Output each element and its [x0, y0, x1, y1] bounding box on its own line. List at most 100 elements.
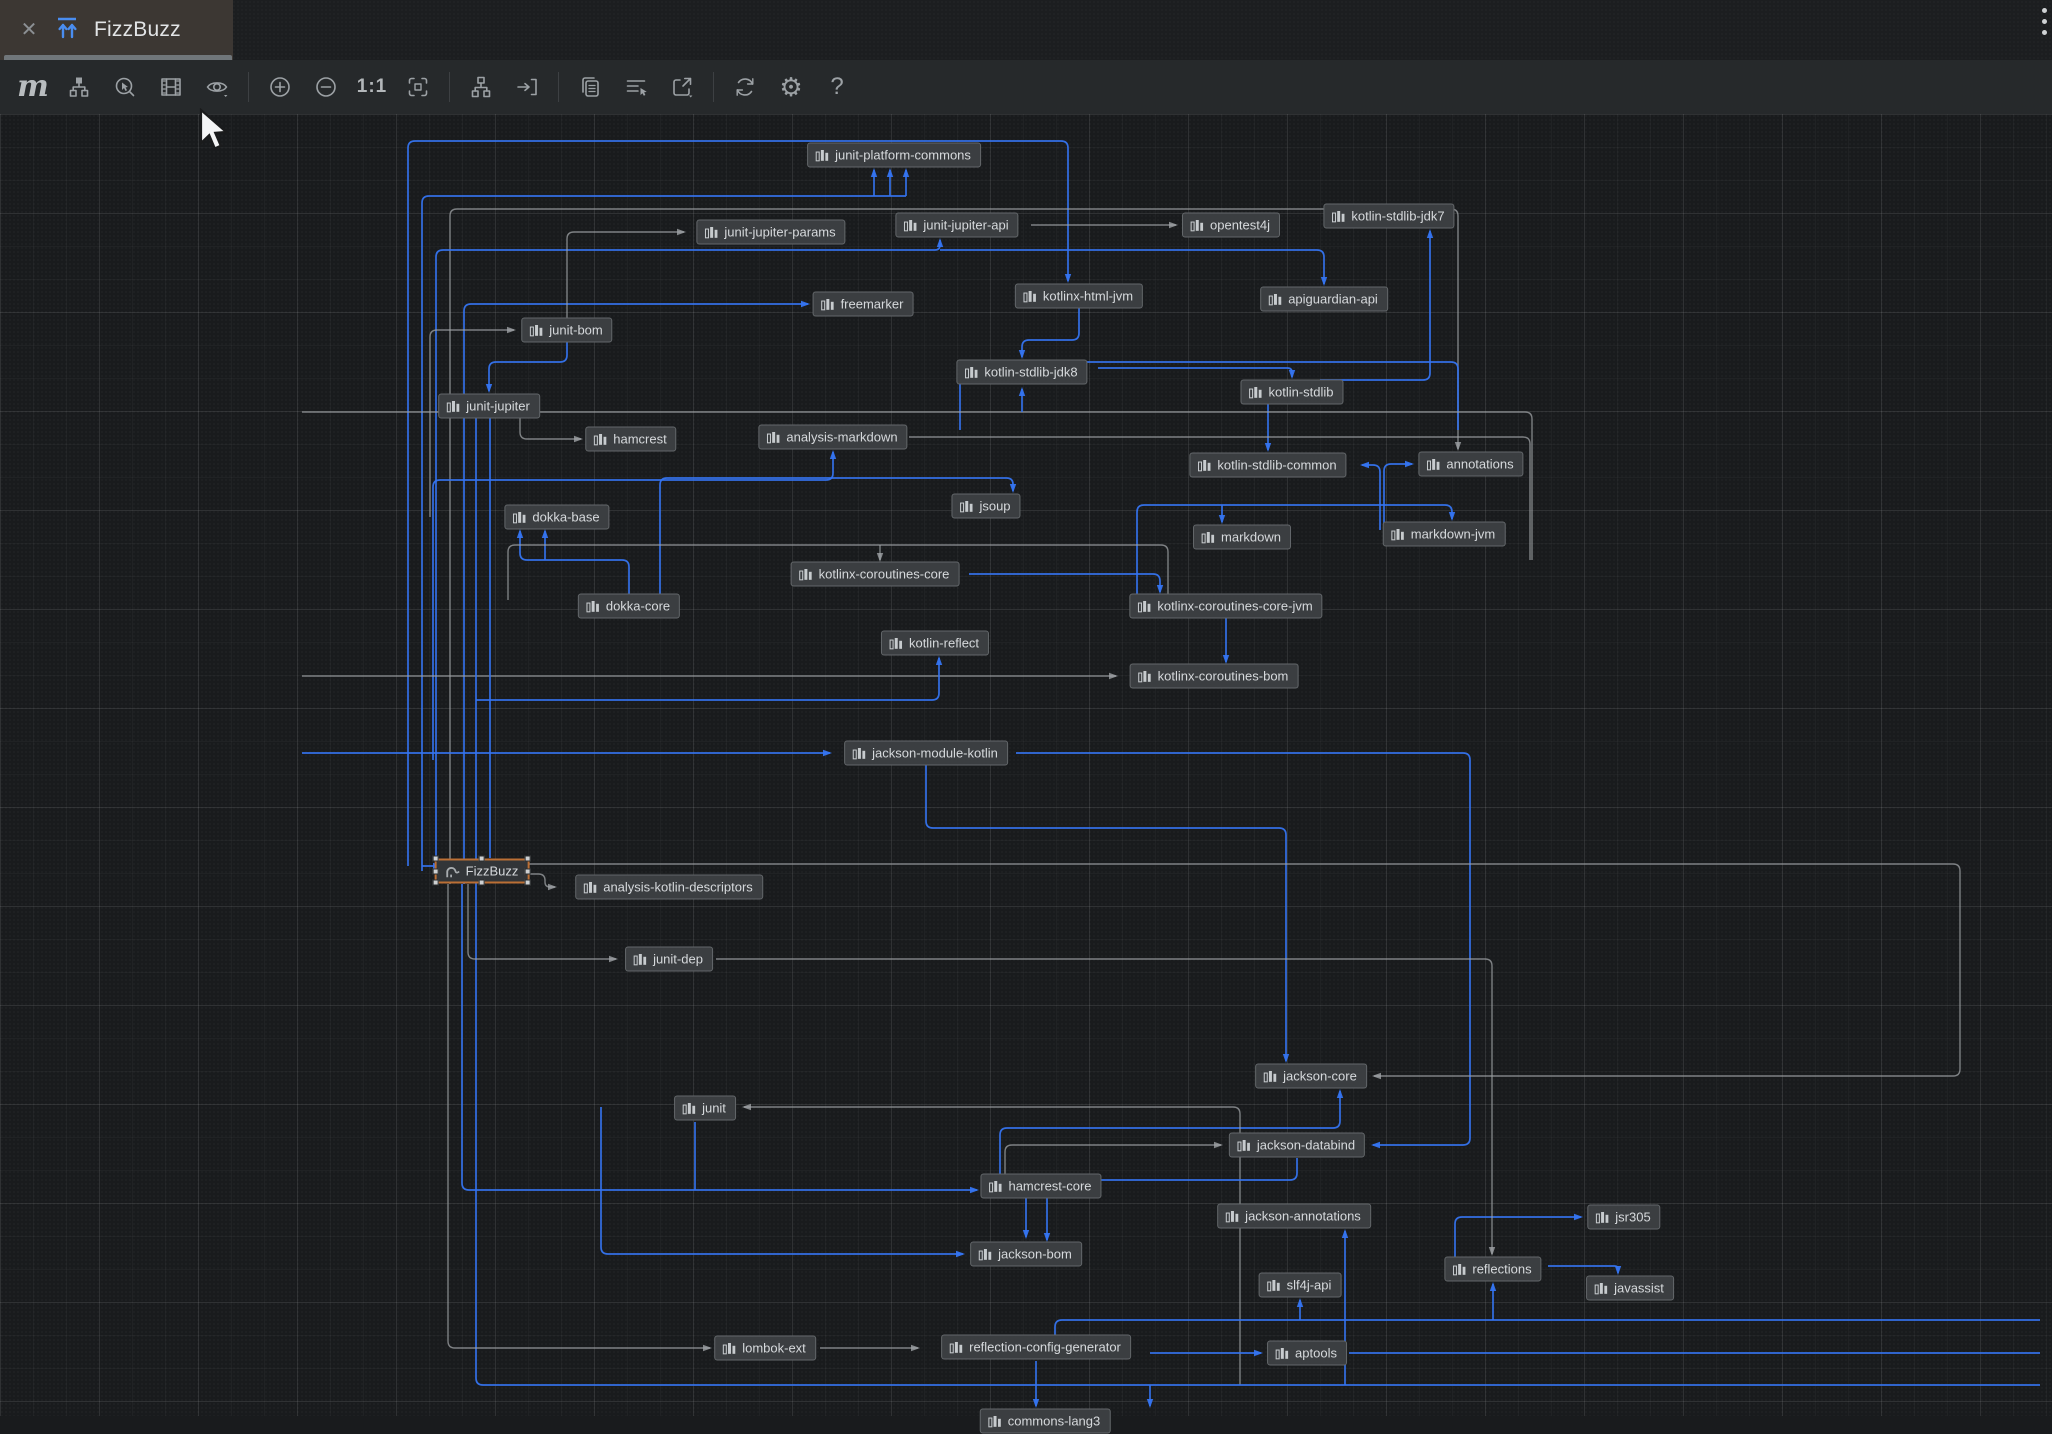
node-label: kotlin-stdlib: [1268, 384, 1334, 400]
graph-node-jsr305[interactable]: jsr305: [1587, 1204, 1661, 1230]
node-label: analysis-kotlin-descriptors: [603, 879, 753, 895]
node-label: jackson-databind: [1256, 1137, 1356, 1153]
node-label: kotlin-reflect: [908, 635, 980, 651]
graph-node-reflection-config-generator[interactable]: reflection-config-generator: [941, 1334, 1131, 1360]
graph-node-markdown[interactable]: markdown: [1193, 524, 1291, 550]
graph-node-markdown-jvm[interactable]: markdown-jvm: [1382, 521, 1506, 547]
graph-node-apiguardian-api[interactable]: apiguardian-api: [1260, 286, 1388, 312]
selection-handle[interactable]: [432, 855, 439, 862]
graph-node-junit-platform-commons[interactable]: junit-platform-commons: [807, 142, 981, 168]
graph-node-analysis-markdown[interactable]: analysis-markdown: [758, 424, 908, 450]
graph-node-kotlin-reflect[interactable]: kotlin-reflect: [880, 630, 990, 656]
hierarchy-icon[interactable]: [458, 66, 504, 108]
graph-node-kotlinx-coroutines-core[interactable]: kotlinx-coroutines-core: [790, 561, 960, 587]
graph-node-kotlin-stdlib[interactable]: kotlin-stdlib: [1240, 379, 1344, 405]
dependency-graph-icon: [54, 15, 80, 46]
zoom-out-icon[interactable]: [303, 66, 349, 108]
graph-node-kotlinx-html-jvm[interactable]: kotlinx-html-jvm: [1014, 283, 1144, 309]
selection-handle[interactable]: [478, 879, 485, 886]
node-label: javassist: [1614, 1280, 1664, 1296]
node-label: aptools: [1295, 1345, 1337, 1361]
node-label: junit-jupiter: [466, 398, 530, 414]
graph-node-aptools[interactable]: aptools: [1267, 1340, 1347, 1366]
layout-tree-icon[interactable]: [56, 66, 102, 108]
node-label: jackson-core: [1283, 1068, 1357, 1084]
graph-node-dokka-base[interactable]: dokka-base: [504, 504, 610, 530]
graph-node-jackson-core[interactable]: jackson-core: [1255, 1063, 1367, 1089]
help-label: ?: [830, 73, 844, 100]
node-label: jackson-module-kotlin: [872, 745, 998, 761]
graph-node-analysis-kotlin-descriptors[interactable]: analysis-kotlin-descriptors: [575, 874, 763, 900]
graph-node-junit[interactable]: junit: [674, 1095, 736, 1121]
settings-gear-icon[interactable]: ⚙: [768, 66, 814, 108]
graph-node-slf4j-api[interactable]: slf4j-api: [1258, 1272, 1342, 1298]
node-label: dokka-base: [532, 509, 600, 525]
node-label: kotlin-stdlib-common: [1217, 457, 1337, 473]
visibility-eye-icon[interactable]: [194, 66, 240, 108]
graph-node-javassist[interactable]: javassist: [1586, 1275, 1674, 1301]
refresh-icon[interactable]: [722, 66, 768, 108]
graph-node-lombok-ext[interactable]: lombok-ext: [714, 1335, 816, 1361]
graph-node-junit-jupiter[interactable]: junit-jupiter: [438, 393, 540, 419]
graph-node-commons-lang3[interactable]: commons-lang3: [979, 1408, 1111, 1434]
node-label: opentest4j: [1210, 217, 1270, 233]
node-label: annotations: [1446, 456, 1514, 472]
graph-node-kotlinx-coroutines-core-jvm[interactable]: kotlinx-coroutines-core-jvm: [1129, 593, 1323, 619]
graph-node-dokka-core[interactable]: dokka-core: [577, 593, 681, 619]
graph-node-freemarker[interactable]: freemarker: [812, 291, 914, 317]
export-icon[interactable]: [659, 66, 705, 108]
filmstrip-icon[interactable]: [148, 66, 194, 108]
graph-node-reflections[interactable]: reflections: [1444, 1256, 1542, 1282]
selection-handle[interactable]: [432, 868, 439, 874]
selection-handle[interactable]: [524, 855, 531, 862]
list-options-icon[interactable]: [613, 66, 659, 108]
selection-handle[interactable]: [478, 855, 485, 862]
help-button[interactable]: ?: [814, 66, 860, 108]
graph-node-kotlin-stdlib-jdk7[interactable]: kotlin-stdlib-jdk7: [1323, 203, 1455, 229]
node-label: junit-bom: [549, 322, 603, 338]
graph-node-hamcrest[interactable]: hamcrest: [585, 426, 677, 452]
tab-fizzbuzz[interactable]: ✕ FizzBuzz: [0, 0, 233, 60]
graph-node-FizzBuzz[interactable]: FizzBuzz: [432, 855, 531, 886]
graph-node-jackson-bom[interactable]: jackson-bom: [970, 1241, 1082, 1267]
node-label: jsr305: [1615, 1209, 1651, 1225]
node-label: kotlin-stdlib-jdk8: [984, 364, 1078, 380]
find-node-icon[interactable]: [102, 66, 148, 108]
graph-node-jackson-module-kotlin[interactable]: jackson-module-kotlin: [844, 740, 1008, 766]
graph-node-junit-dep[interactable]: junit-dep: [625, 946, 713, 972]
graph-node-annotations[interactable]: annotations: [1418, 451, 1524, 477]
graph-node-jsoup[interactable]: jsoup: [951, 493, 1021, 519]
graph-node-kotlin-stdlib-common[interactable]: kotlin-stdlib-common: [1189, 452, 1347, 478]
graph-node-kotlin-stdlib-jdk8[interactable]: kotlin-stdlib-jdk8: [956, 359, 1088, 385]
active-tab-indicator: [4, 55, 232, 60]
node-label: apiguardian-api: [1288, 291, 1378, 307]
node-label: analysis-markdown: [786, 429, 898, 445]
tab-close-icon[interactable]: ✕: [20, 19, 38, 41]
enter-node-icon[interactable]: [504, 66, 550, 108]
node-label: lombok-ext: [742, 1340, 806, 1356]
node-label: junit-jupiter-params: [724, 224, 836, 240]
selection-handle[interactable]: [432, 879, 439, 886]
zoom-reset-button[interactable]: 1:1: [349, 66, 395, 108]
logo-m-button[interactable]: m: [10, 66, 56, 108]
graph-node-jackson-annotations[interactable]: jackson-annotations: [1217, 1203, 1371, 1229]
graph-node-kotlinx-coroutines-bom[interactable]: kotlinx-coroutines-bom: [1129, 663, 1299, 689]
graph-node-hamcrest-core[interactable]: hamcrest-core: [980, 1173, 1102, 1199]
fit-content-icon[interactable]: [395, 66, 441, 108]
node-label: kotlinx-html-jvm: [1042, 288, 1134, 304]
selection-handle[interactable]: [524, 879, 531, 886]
graph-node-junit-jupiter-api[interactable]: junit-jupiter-api: [895, 212, 1019, 238]
toolbar-separator: [713, 72, 714, 102]
graph-node-jackson-databind[interactable]: jackson-databind: [1228, 1132, 1366, 1158]
graph-node-opentest4j[interactable]: opentest4j: [1182, 212, 1280, 238]
node-label: reflection-config-generator: [969, 1339, 1121, 1355]
node-label: FizzBuzz: [465, 863, 519, 879]
graph-node-junit-bom[interactable]: junit-bom: [521, 317, 613, 343]
copy-icon[interactable]: [567, 66, 613, 108]
zoom-in-icon[interactable]: [257, 66, 303, 108]
more-menu-icon[interactable]: [2040, 8, 2048, 48]
graph-node-junit-jupiter-params[interactable]: junit-jupiter-params: [696, 219, 846, 245]
tab-bar: ✕ FizzBuzz: [0, 0, 2052, 60]
selection-handle[interactable]: [524, 868, 531, 874]
graph-canvas[interactable]: [0, 114, 2052, 1416]
